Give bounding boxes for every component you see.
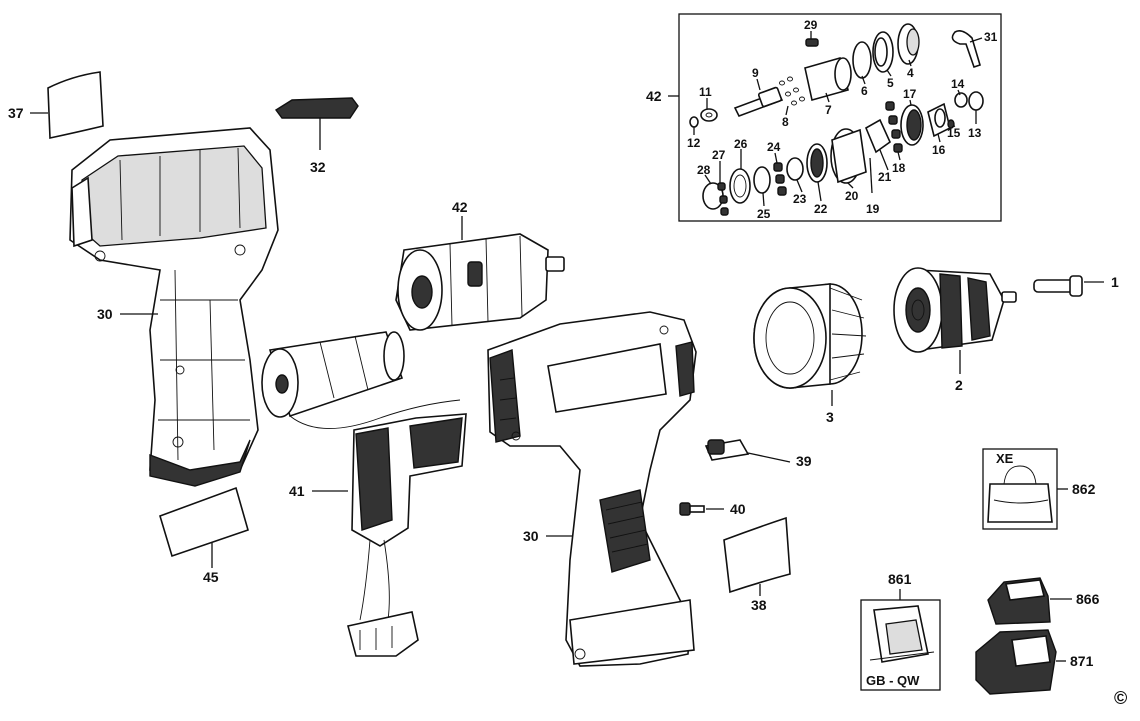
callout-11: 11 xyxy=(699,85,712,99)
battery-871 xyxy=(975,629,1057,695)
callout-14: 14 xyxy=(951,77,965,91)
callout-866: 866 xyxy=(1076,591,1100,607)
callout-12: 12 xyxy=(687,136,701,150)
housing-half-left-30 xyxy=(69,127,279,487)
gb-qw-box-label: GB - QW xyxy=(866,673,920,688)
gearbox-assembly-42 xyxy=(395,233,565,331)
callout-871: 871 xyxy=(1070,653,1094,669)
callout-45: 45 xyxy=(203,569,219,585)
xe-box-label: XE xyxy=(996,451,1014,466)
battery-866 xyxy=(987,577,1051,625)
callout-18: 18 xyxy=(892,161,906,175)
callout-25: 25 xyxy=(757,207,771,221)
callout-29: 29 xyxy=(804,18,818,32)
bag-icon xyxy=(987,465,1053,523)
callout-42-main: 42 xyxy=(452,199,468,215)
label-sticker-37 xyxy=(47,71,104,139)
screw-40 xyxy=(679,502,705,516)
callout-3: 3 xyxy=(826,409,834,425)
part-32 xyxy=(274,97,359,119)
callout-24: 24 xyxy=(767,140,781,154)
part-39 xyxy=(704,439,750,461)
callout-20: 20 xyxy=(845,189,859,203)
callout-13: 13 xyxy=(968,126,982,140)
chuck-2 xyxy=(893,267,1017,353)
callout-4: 4 xyxy=(907,66,914,80)
callout-862: 862 xyxy=(1072,481,1096,497)
callout-16: 16 xyxy=(932,143,946,157)
collar-3 xyxy=(753,283,867,389)
callout-40: 40 xyxy=(730,501,746,517)
label-sticker-45 xyxy=(159,486,249,558)
callout-27: 27 xyxy=(712,148,726,162)
callout-38: 38 xyxy=(751,597,767,613)
callout-21: 21 xyxy=(878,170,892,184)
callout-5: 5 xyxy=(887,76,894,90)
callout-6: 6 xyxy=(861,84,868,98)
gearbox-inset-parts xyxy=(689,23,984,216)
callout-861: 861 xyxy=(888,571,912,587)
charger-icon xyxy=(869,605,935,663)
callout-1: 1 xyxy=(1111,274,1119,290)
callout-31: 31 xyxy=(984,30,998,44)
callout-39: 39 xyxy=(796,453,812,469)
callout-30-right: 30 xyxy=(523,528,539,544)
callout-9: 9 xyxy=(752,66,759,80)
chuck-screw-1 xyxy=(1033,275,1083,297)
callout-15: 15 xyxy=(947,126,961,140)
housing-assembled-30 xyxy=(487,311,697,667)
switch-41 xyxy=(347,413,467,657)
callout-17: 17 xyxy=(903,87,917,101)
callout-28: 28 xyxy=(697,163,711,177)
label-sticker-38 xyxy=(723,516,791,594)
callout-23: 23 xyxy=(793,192,807,206)
callout-8: 8 xyxy=(782,115,789,129)
inset-leaders xyxy=(693,31,983,207)
callout-37: 37 xyxy=(8,105,24,121)
callout-30-left: 30 xyxy=(97,306,113,322)
motor xyxy=(261,331,461,429)
callout-2: 2 xyxy=(955,377,963,393)
gearbox-inset-frame xyxy=(678,13,1002,222)
callout-19: 19 xyxy=(866,202,880,216)
callout-22: 22 xyxy=(814,202,828,216)
callout-26: 26 xyxy=(734,137,748,151)
callout-32: 32 xyxy=(310,159,326,175)
callout-7: 7 xyxy=(825,103,832,117)
callout-42-inset: 42 xyxy=(646,88,662,104)
callout-41: 41 xyxy=(289,483,305,499)
copyright-mark: © xyxy=(1114,688,1127,708)
